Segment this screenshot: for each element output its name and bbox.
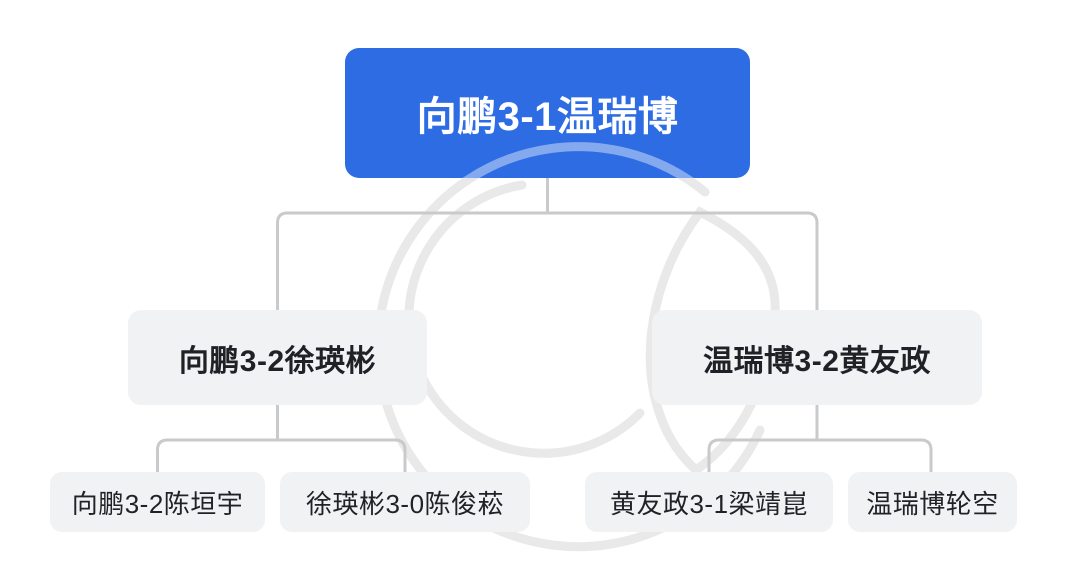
node-quarterfinal-3: 黄友政3-1梁靖崑 xyxy=(585,472,833,532)
node-semifinal-left: 向鹏3-2徐瑛彬 xyxy=(128,310,427,405)
connector-left-branches xyxy=(156,438,407,472)
quarterfinal-2-label: 徐瑛彬3-0陈俊菘 xyxy=(305,488,505,519)
quarterfinal-3-label: 黄友政3-1梁靖崑 xyxy=(609,488,809,519)
node-quarterfinal-4: 温瑞博轮空 xyxy=(848,472,1017,532)
quarterfinal-4-label: 温瑞博轮空 xyxy=(866,488,999,519)
node-quarterfinal-2: 徐瑛彬3-0陈俊菘 xyxy=(280,472,530,532)
semifinal-right-label: 温瑞博3-2黄友政 xyxy=(703,344,931,378)
connector-root-branches xyxy=(276,211,819,310)
semifinal-left-label: 向鹏3-2徐瑛彬 xyxy=(178,344,377,378)
node-quarterfinal-1: 向鹏3-2陈垣宇 xyxy=(50,472,265,532)
final-result-label: 向鹏3-1温瑞博 xyxy=(416,95,679,139)
connector-right-branches xyxy=(707,438,933,472)
node-final-result: 向鹏3-1温瑞博 xyxy=(345,48,750,178)
quarterfinal-1-label: 向鹏3-2陈垣宇 xyxy=(71,488,244,519)
node-semifinal-right: 温瑞博3-2黄友政 xyxy=(652,310,982,405)
